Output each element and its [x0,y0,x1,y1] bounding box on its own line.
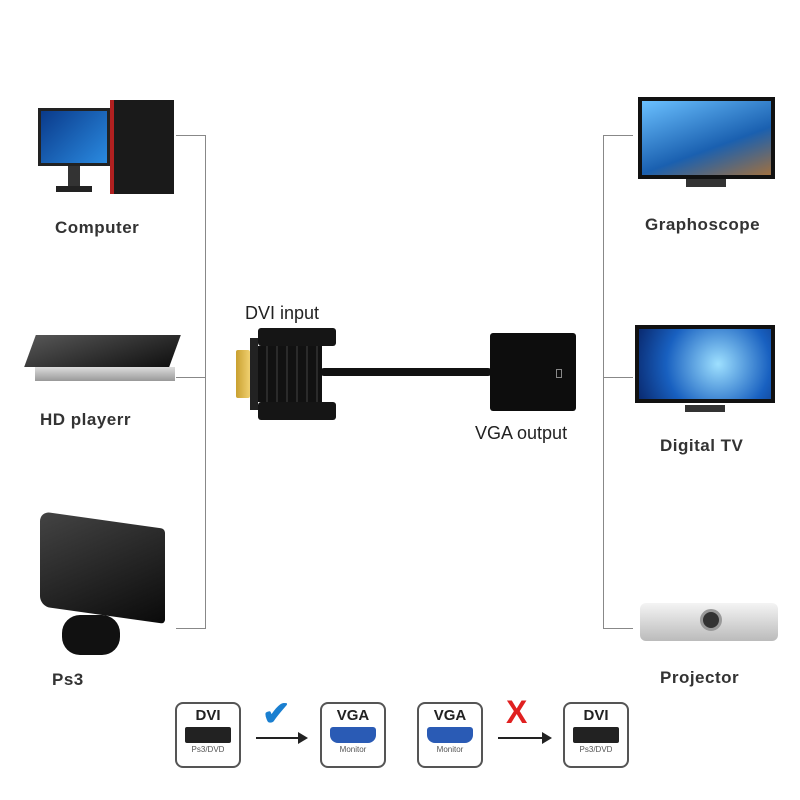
right-bracket [603,135,604,629]
device-label-computer: Computer [55,218,140,237]
dvi-title: DVI [583,707,609,724]
dvi-target-box: DVI Ps3/DVD [563,702,629,768]
device-label-ps3: Ps3 [52,670,84,689]
vga-sub: Monitor [339,745,367,754]
check-icon: ✔ [262,695,291,733]
vga-title: VGA [336,707,370,724]
vga-target-box: VGA Monitor [320,702,386,768]
device-label-projector: Projector [660,668,740,687]
hd-player-image [24,335,181,385]
right-tick [603,628,633,629]
dvi-port-icon [185,727,231,743]
vga-port-icon [330,727,376,743]
dvi-port-icon [573,727,619,743]
vga-title: VGA [433,707,467,724]
right-tick [603,135,633,136]
dvi-title: DVI [195,707,221,724]
left-tick [176,628,206,629]
vga-output-label: VGA output [475,423,568,443]
projector-image [640,595,778,645]
computer-image [38,100,178,196]
vga-sub: Monitor [436,745,464,754]
left-bracket [205,135,206,629]
vga-port-icon [427,727,473,743]
device-label-graphoscope: Graphoscope [645,215,761,234]
dvi-sub: Ps3/DVD [191,745,225,754]
cable [320,368,492,376]
dvi-source-box: DVI Ps3/DVD [175,702,241,768]
cross-icon: X [506,694,528,730]
graphoscope-image [638,97,775,192]
left-tick [176,135,206,136]
left-tick [176,377,206,378]
arrow-icon [498,732,552,744]
digital-tv-image [635,325,775,415]
vga-adapter-box [490,333,576,411]
vga-source-box: VGA Monitor [417,702,483,768]
dvi-input-label: DVI input [245,303,320,323]
right-tick [603,377,633,378]
ps3-image [40,511,170,660]
dvi-connector [236,328,341,420]
arrow-icon [256,732,308,744]
device-label-digital-tv: Digital TV [660,436,744,455]
device-label-hd-player: HD playerr [40,410,131,429]
dvi-sub: Ps3/DVD [579,745,613,754]
